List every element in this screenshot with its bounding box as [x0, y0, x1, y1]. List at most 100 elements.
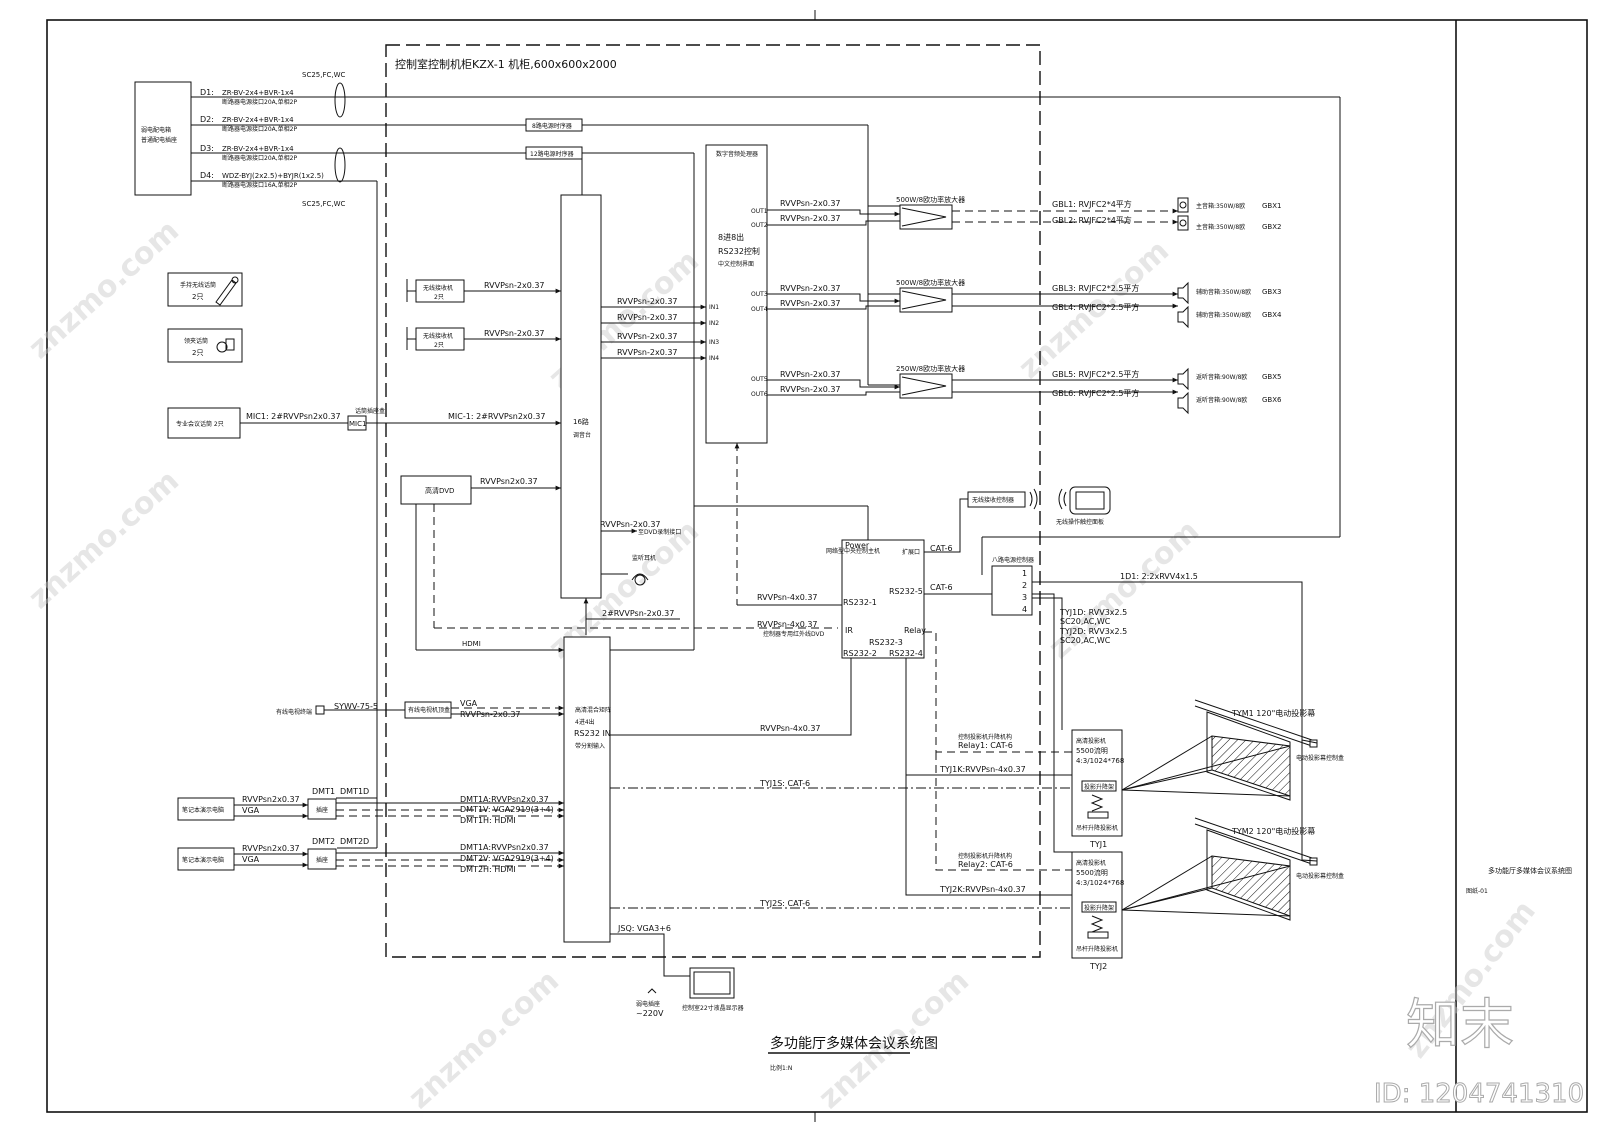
svg-text:RVVPsn-2x0.37: RVVPsn-2x0.37	[780, 284, 841, 293]
screen-2: TYM2 120"电动投影幕 电动投影幕控制盒	[1121, 817, 1344, 921]
svg-text:RVVPsn-2x0.37: RVVPsn-2x0.37	[484, 281, 545, 290]
wifi-icon	[1029, 488, 1067, 510]
svg-text:ZR-BV-2x4+BVR-1x4: ZR-BV-2x4+BVR-1x4	[222, 89, 294, 97]
svg-text:高清混合矩阵: 高清混合矩阵	[575, 706, 611, 714]
svg-text:有线电视终端: 有线电视终端	[276, 708, 312, 716]
svg-text:电动投影幕控制盒: 电动投影幕控制盒	[1296, 872, 1344, 880]
svg-text:DMT1A:RVVPsn2x0.37: DMT1A:RVVPsn2x0.37	[460, 795, 549, 804]
svg-text:MIC1: MIC1	[349, 420, 366, 428]
svg-text:SC20,AC,WC: SC20,AC,WC	[1060, 617, 1111, 626]
drawing-frame	[46, 19, 1588, 1113]
svg-text:1D1: 2:2xRVV4x1.5: 1D1: 2:2xRVV4x1.5	[1120, 572, 1198, 581]
svg-text:VGA: VGA	[242, 855, 260, 864]
svg-text:8路电源时序器: 8路电源时序器	[532, 122, 572, 130]
svg-text:返听音箱:90W/8欧: 返听音箱:90W/8欧	[1196, 373, 1247, 381]
svg-text:笔记本演示电脑: 笔记本演示电脑	[182, 806, 224, 814]
svg-text:SYWV-75-5: SYWV-75-5	[334, 702, 378, 711]
svg-text:OUT2: OUT2	[751, 222, 768, 229]
svg-text:控制器专用红外线DVD: 控制器专用红外线DVD	[763, 630, 825, 638]
svg-text:250W/8欧功率放大器: 250W/8欧功率放大器	[896, 364, 965, 373]
svg-text:控制室22寸液晶显示器: 控制室22寸液晶显示器	[682, 1004, 744, 1012]
watermark-id: ID: 1204741310	[1374, 1079, 1584, 1109]
svg-text:500W/8欧功率放大器: 500W/8欧功率放大器	[896, 278, 965, 287]
svg-text:高清投影机: 高清投影机	[1076, 859, 1106, 867]
svg-text:RVVPsn-2x0.37: RVVPsn-2x0.37	[617, 332, 678, 341]
svg-text:RVVPsn-4x0.37: RVVPsn-4x0.37	[757, 593, 818, 602]
svg-text:弱电插座: 弱电插座	[636, 1000, 660, 1008]
svg-text:MIC-1: 2#RVVPsn2x0.37: MIC-1: 2#RVVPsn2x0.37	[448, 412, 545, 421]
svg-text:断路器电源接口16A,单相2P: 断路器电源接口16A,单相2P	[222, 181, 297, 189]
svg-text:DMT1: DMT1	[312, 787, 335, 796]
svg-text:DMT1A:RVVPsn2x0.37: DMT1A:RVVPsn2x0.37	[460, 843, 549, 852]
laptop-inputs: 笔记本演示电脑 RVVPsn2x0.37 VGA DMT1 DMT1D 插座 D…	[177, 787, 564, 874]
svg-text:中文控制界面: 中文控制界面	[718, 260, 754, 268]
svg-text:IN4: IN4	[709, 355, 719, 362]
svg-text:Relay: Relay	[904, 626, 926, 635]
svg-text:RVVPsn-2x0.37: RVVPsn-2x0.37	[617, 297, 678, 306]
speaker-icon	[1177, 367, 1189, 391]
svg-text:八路电源控制器: 八路电源控制器	[992, 556, 1034, 564]
svg-text:网络型中央控制主机: 网络型中央控制主机	[826, 547, 880, 555]
svg-text:GBL4: RVJFC2*2.5平方: GBL4: RVJFC2*2.5平方	[1052, 302, 1139, 312]
svg-text:主音箱:350W/8欧: 主音箱:350W/8欧	[1196, 202, 1245, 210]
svg-text:1: 1	[1022, 569, 1027, 578]
svg-text:DMT1H: HDMI: DMT1H: HDMI	[460, 816, 516, 825]
svg-text:4: 4	[1022, 605, 1027, 614]
svg-text:插座: 插座	[316, 856, 328, 864]
svg-text:RVVPsn-2x0.37: RVVPsn-2x0.37	[780, 370, 841, 379]
svg-text:SC25,FC,WC: SC25,FC,WC	[302, 71, 346, 79]
svg-text:断路器电源接口20A,单相2P: 断路器电源接口20A,单相2P	[222, 154, 297, 162]
svg-text:JSQ: VGA3+6: JSQ: VGA3+6	[617, 924, 671, 933]
svg-text:RS232 IN: RS232 IN	[574, 729, 611, 738]
svg-text:RS232-4: RS232-4	[889, 649, 923, 658]
svg-text:GBX4: GBX4	[1262, 311, 1282, 319]
svg-text:TYJ2K:RVVPsn-4x0.37: TYJ2K:RVVPsn-4x0.37	[939, 885, 1026, 894]
svg-text:5500流明: 5500流明	[1076, 868, 1108, 877]
svg-text:专业会议话筒 2只: 专业会议话筒 2只	[176, 420, 224, 428]
power-panel: 弱电配电箱 普通配电插座 SC25,FC,WC SC25,FC,WC D1: Z…	[134, 71, 1341, 849]
svg-text:Power: Power	[845, 541, 870, 550]
svg-text:GBX1: GBX1	[1262, 202, 1281, 210]
svg-text:RS232控制: RS232控制	[718, 246, 760, 256]
svg-text:断路器电源接口20A,单相2P: 断路器电源接口20A,单相2P	[222, 98, 297, 106]
svg-text:ZR-BV-2x4+BVR-1x4: ZR-BV-2x4+BVR-1x4	[222, 116, 294, 124]
svg-text:DMT2: DMT2	[312, 837, 335, 846]
svg-text:HDMI: HDMI	[462, 640, 481, 648]
svg-text:辅助音箱:350W/8欧: 辅助音箱:350W/8欧	[1196, 288, 1251, 296]
svg-text:12路电源时序器: 12路电源时序器	[530, 150, 574, 158]
video-matrix: 高清混合矩阵 4进4出 RS232 IN 带分割输入 TYJ1S: CAT-6 …	[563, 636, 1072, 977]
svg-text:DMT1D: DMT1D	[340, 787, 369, 796]
svg-text:插座: 插座	[316, 806, 328, 814]
wireless-mics: 手持无线话筒 2只 领夹话筒 2只 无线接收机 2只 RVVPsn-2x0.37…	[167, 272, 561, 363]
svg-text:RVVPsn-2x0.37: RVVPsn-2x0.37	[780, 214, 841, 223]
svg-text:4:3/1024*768: 4:3/1024*768	[1076, 879, 1124, 887]
svg-text:普通配电插座: 普通配电插座	[141, 136, 177, 144]
speaker-icon	[1177, 281, 1189, 305]
svg-text:CAT-6: CAT-6	[930, 544, 953, 553]
svg-text:无线接收控制器: 无线接收控制器	[972, 496, 1014, 504]
svg-text:控制投影机升降机构: 控制投影机升降机构	[958, 852, 1012, 860]
svg-text:GBX6: GBX6	[1262, 396, 1282, 404]
svg-text:吊杆升降投影机: 吊杆升降投影机	[1076, 824, 1118, 832]
svg-text:TYJ1: TYJ1	[1089, 840, 1107, 849]
control-cabinet-boundary	[385, 44, 1041, 958]
svg-text:领夹话筒: 领夹话筒	[184, 337, 208, 345]
svg-text:断路器电源接口20A,单相2P: 断路器电源接口20A,单相2P	[222, 125, 297, 133]
power-controller: 八路电源控制器 1 2 3 4 1D1: 2:2xRVV4x1.5 TYJ1D:…	[991, 556, 1303, 853]
svg-text:MIC1: 2#RVVPsn2x0.37: MIC1: 2#RVVPsn2x0.37	[246, 412, 341, 421]
svg-text:RVVPsn-4x0.37: RVVPsn-4x0.37	[757, 620, 818, 629]
svg-text:OUT5: OUT5	[751, 376, 768, 383]
svg-text:TYJ2D: RVV3x2.5: TYJ2D: RVV3x2.5	[1059, 627, 1127, 636]
svg-text:比例1:N: 比例1:N	[770, 1064, 792, 1072]
amplifiers: 500W/8欧功率放大器 500W/8欧功率放大器 250W/8欧功率放大器	[896, 195, 965, 399]
svg-text:RS232-3: RS232-3	[869, 638, 903, 647]
svg-text:RVVPsn-2x0.37: RVVPsn-2x0.37	[617, 348, 678, 357]
svg-text:OUT3: OUT3	[751, 291, 768, 298]
svg-text:无线操作触控面板: 无线操作触控面板	[1056, 518, 1104, 526]
svg-text:RS232-5: RS232-5	[889, 587, 923, 596]
svg-text:TYJ2: TYJ2	[1089, 962, 1107, 971]
svg-text:OUT1: OUT1	[751, 208, 768, 215]
touch-panel-icon	[1069, 486, 1111, 515]
diagram-title: 多功能厅多媒体会议系统图	[770, 1035, 938, 1052]
audio-dsp: 数字音频处理器 8进8出 RS232控制 中文控制界面 IN1 IN2 IN3 …	[610, 144, 900, 651]
